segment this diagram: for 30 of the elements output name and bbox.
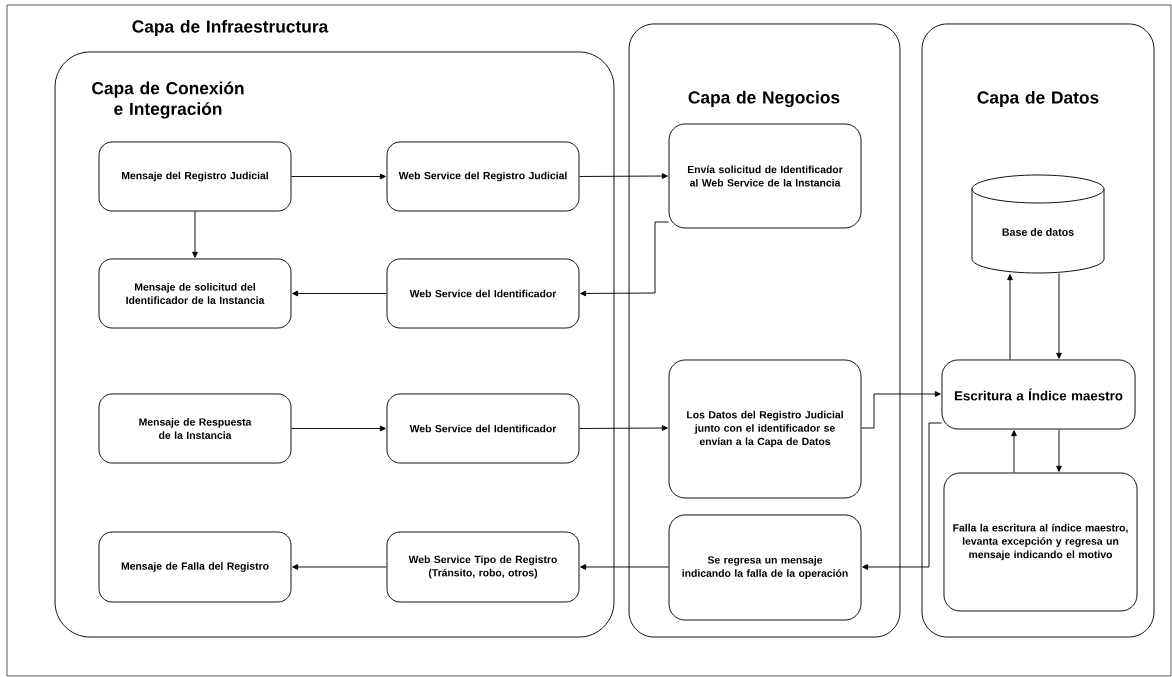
arrow — [579, 173, 668, 179]
arrow — [291, 425, 386, 432]
arrow — [192, 211, 198, 258]
arrow — [1056, 429, 1062, 472]
arrow — [862, 422, 942, 570]
arrow — [1056, 273, 1062, 359]
arrow — [1007, 274, 1013, 360]
process-box: Falla la escritura al índice maestro, levanta excepción y regresa un mensaje indicando el motivo — [943, 472, 1138, 612]
arrow — [1011, 430, 1017, 473]
arrow — [292, 564, 387, 570]
process-box: Se regresa un mensaje indicando la falla de la operación — [668, 514, 862, 621]
process-box: Los Datos del Registro Judicial junto con el identificador se envían a la Capa de Datos — [668, 359, 862, 499]
database-cylinder: Base de datos — [971, 174, 1105, 274]
process-box: Mensaje de solicitud del Identificador de la Instancia — [98, 258, 292, 329]
process-box: Escritura a Índice maestro — [941, 359, 1136, 430]
arrow — [580, 221, 669, 297]
arrow — [291, 173, 386, 180]
process-box: Mensaje de Respuesta de la Instancia — [98, 393, 292, 464]
process-box: Web Service del Registro Judicial — [386, 141, 580, 212]
arrow — [861, 391, 941, 429]
process-box: Mensaje del Registro Judicial — [98, 141, 292, 212]
node-label: Base de datos — [1002, 228, 1074, 236]
process-box: Mensaje de Falla del Registro — [98, 531, 292, 603]
process-box: Web Service del Identificador — [386, 258, 580, 329]
arrow — [579, 425, 668, 431]
arrow — [292, 290, 387, 297]
process-box: Envía solicitud de Identificador al Web Service de la Instancia — [668, 123, 862, 229]
process-box: Web Service del Identificador — [386, 393, 580, 464]
process-box: Web Service Tipo de Registro (Tránsito, robo, otros) — [386, 531, 580, 603]
arrow — [580, 564, 669, 570]
